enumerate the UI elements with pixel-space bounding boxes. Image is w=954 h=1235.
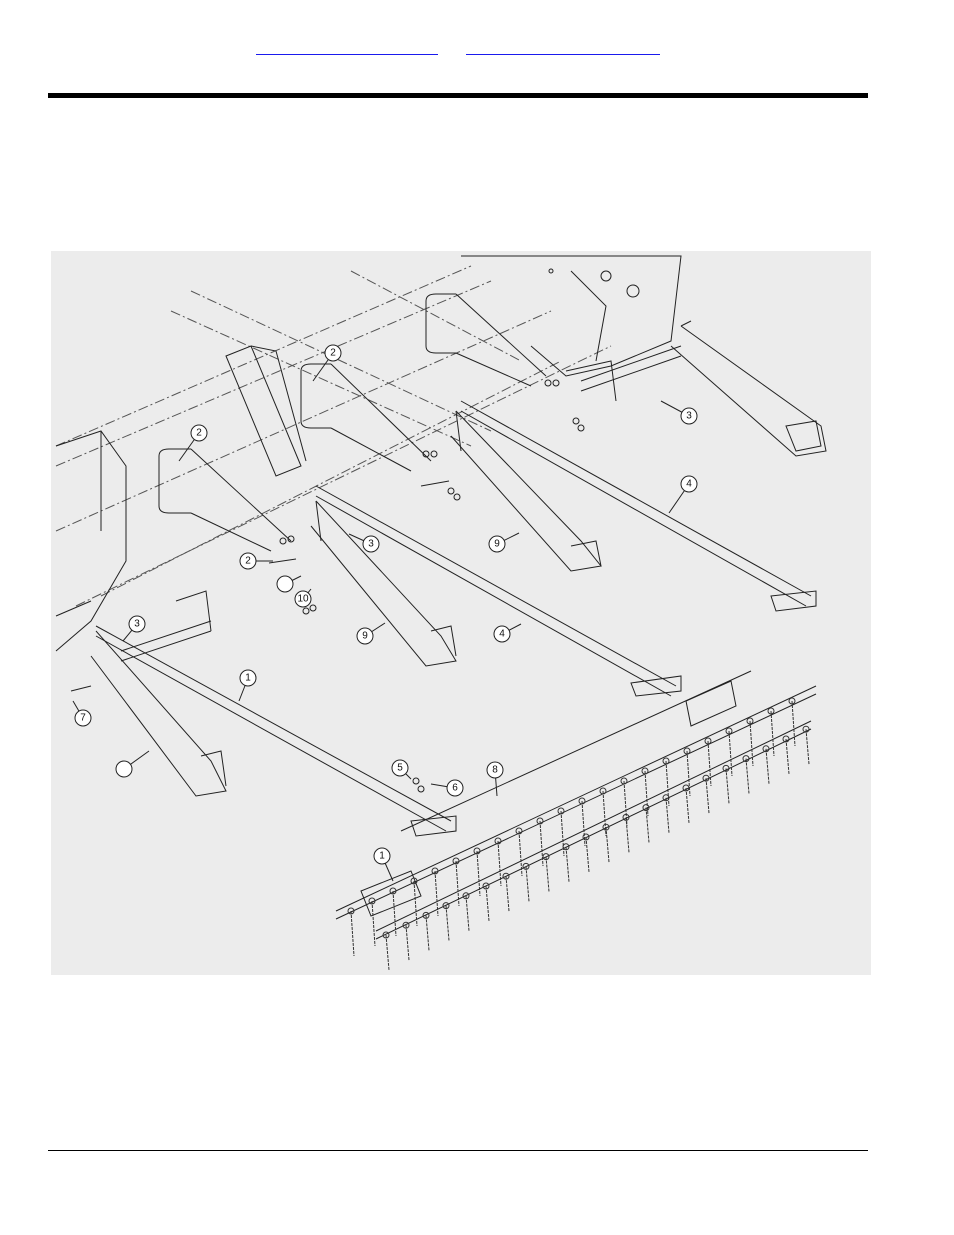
callout-number: 6	[452, 783, 458, 794]
cross-bar-right	[566, 346, 681, 401]
harrow-tine	[351, 911, 354, 956]
callout-number: 10	[297, 594, 309, 605]
harrow-tine	[786, 739, 789, 774]
callout-14: 7	[73, 701, 91, 726]
callout-number: 8	[492, 765, 498, 776]
harrow-tine	[406, 925, 409, 960]
harrow-tine	[766, 749, 769, 784]
callout-number: 5	[397, 763, 403, 774]
harrow-tine	[792, 701, 795, 746]
callout-7: 2	[240, 553, 273, 569]
callout-number: 9	[494, 539, 500, 550]
callout-11: 4	[494, 624, 521, 642]
callout-16: 5	[392, 760, 411, 779]
harrow-tine	[414, 881, 417, 926]
callout-19: 1	[374, 848, 393, 881]
callout-9: 10	[295, 589, 311, 607]
harrow-tine	[686, 788, 689, 823]
callout-number: 2	[196, 428, 202, 439]
callout-number: 2	[245, 556, 251, 567]
callout-17: 6	[431, 780, 463, 796]
exploded-parts-diagram: 2 2 3 4 9 3 2 10 9 4 3 1 7 5 6 8 1	[51, 251, 871, 975]
harrow-tine	[706, 778, 709, 813]
harrow-tine	[386, 935, 389, 970]
tine-arm-left	[91, 631, 226, 796]
callout-number: 3	[368, 539, 374, 550]
harrow-tine	[526, 866, 529, 901]
callout-bubble	[277, 576, 293, 592]
callout-15	[116, 751, 149, 777]
support-tube-right	[461, 401, 816, 611]
harrow-tine	[446, 906, 449, 941]
header-rule	[48, 93, 868, 98]
frame-left-box	[56, 431, 126, 651]
frame-center-post	[226, 346, 306, 476]
harrow-tine	[771, 711, 774, 756]
harrow-tine	[466, 896, 469, 931]
callout-13: 1	[239, 670, 256, 701]
callout-8	[277, 576, 301, 592]
callout-6: 3	[349, 534, 379, 552]
tine-arm-center-left	[311, 501, 456, 666]
callout-bubble	[116, 761, 132, 777]
callout-number: 2	[330, 348, 336, 359]
support-tube-center	[316, 486, 681, 696]
harrow-tine	[746, 759, 749, 794]
callout-number: 1	[379, 851, 385, 862]
harrow-tine	[486, 886, 489, 921]
nav-link-next[interactable]	[466, 38, 660, 55]
callout-4: 4	[669, 476, 697, 513]
harrow-tine	[606, 827, 609, 862]
frame-phantom-lines	[56, 266, 611, 606]
support-tube-left	[96, 626, 456, 836]
parts-diagram-panel: 2 2 3 4 9 3 2 10 9 4 3 1 7 5 6 8 1	[51, 251, 871, 975]
harrow-tine	[372, 901, 375, 946]
harrow-assembly	[336, 671, 816, 970]
harrow-tine	[426, 915, 429, 950]
callout-number: 3	[686, 411, 692, 422]
nav-link-previous[interactable]	[256, 38, 438, 55]
callout-12: 3	[123, 616, 145, 641]
u-bolt-middle	[301, 364, 431, 471]
harrow-tine	[586, 837, 589, 872]
callout-1: 2	[179, 425, 207, 461]
callout-number: 1	[245, 673, 251, 684]
callout-number: 9	[362, 631, 368, 642]
harrow-tine	[393, 891, 396, 936]
harrow-tine	[750, 721, 753, 766]
callout-number: 4	[499, 629, 505, 640]
harrow-tine	[566, 847, 569, 882]
harrow-tine	[726, 768, 729, 803]
footer-rule	[48, 1150, 868, 1151]
harrow-tine	[806, 729, 809, 764]
callout-number: 4	[686, 479, 692, 490]
callout-number: 3	[134, 619, 140, 630]
callout-10: 9	[357, 623, 385, 644]
callout-5: 9	[489, 533, 519, 552]
tine-arm-right	[671, 321, 826, 456]
callout-number: 7	[80, 713, 86, 724]
harrow-tine	[729, 731, 732, 776]
hardware-bolts-nuts	[71, 380, 584, 792]
harrow-tine	[546, 857, 549, 892]
harrow-tine	[506, 876, 509, 911]
callout-3: 3	[661, 401, 697, 424]
tine-arm-center-right	[451, 411, 601, 571]
